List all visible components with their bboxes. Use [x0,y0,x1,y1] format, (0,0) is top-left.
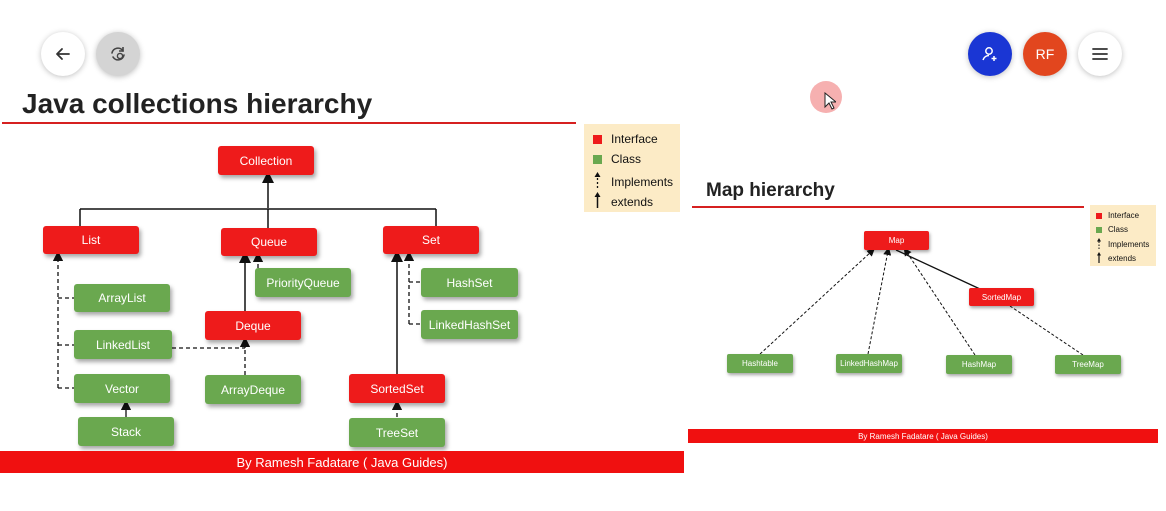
node-list: List [43,226,139,254]
node-arraydeque: ArrayDeque [205,375,301,404]
interface-swatch [593,134,602,144]
map-dashed-arrow-icon [1096,238,1102,251]
node-arraylist: ArrayList [74,284,170,312]
avatar[interactable]: RF [1023,32,1067,76]
map-solid-arrow-icon [1096,252,1102,265]
map-title-underline [692,206,1084,208]
map-legend-interface: Interface [1108,211,1140,220]
back-button[interactable] [41,32,85,76]
node-sortedmap: SortedMap [969,288,1034,306]
node-linkedhashset: LinkedHashSet [421,310,518,339]
map-interface-swatch [1096,212,1102,219]
map-footer: By Ramesh Fadatare ( Java Guides) [688,429,1158,443]
hamburger-menu-icon [1091,45,1109,63]
refresh-history-icon [108,44,128,64]
legend-class: Class [611,152,642,166]
node-deque: Deque [205,311,301,340]
map-legend: Interface Class Implements extends [1090,205,1156,266]
collections-slide-title: Java collections hierarchy [22,88,373,119]
node-treeset: TreeSet [349,418,445,447]
node-sortedset: SortedSet [349,374,445,403]
solid-arrow-icon [593,192,602,211]
collections-legend: Interface Class Implements extends [584,124,680,212]
class-swatch [593,154,602,164]
person-add-icon [980,44,1000,64]
legend-extends: extends [611,194,654,209]
node-stack: Stack [78,417,174,446]
dashed-arrow-icon [593,172,602,191]
node-vector: Vector [74,374,170,403]
node-priorityqueue: PriorityQueue [255,268,351,297]
avatar-initials: RF [1035,46,1055,62]
map-legend-implements: Implements [1108,240,1150,249]
node-hashtable: Hashtable [727,354,793,373]
title-underline [2,122,576,124]
legend-interface: Interface [611,132,658,146]
map-legend-class: Class [1108,225,1129,234]
node-queue: Queue [221,228,317,256]
account-button[interactable] [968,32,1012,76]
legend-implements: Implements [611,174,674,189]
map-class-swatch [1096,226,1102,233]
map-slide-title: Map hierarchy [706,180,835,201]
node-hashset: HashSet [421,268,518,297]
node-linkedhashmap: LinkedHashMap [836,354,902,373]
node-linkedlist: LinkedList [74,330,172,359]
node-set: Set [383,226,479,254]
node-hashmap: HashMap [946,355,1012,374]
node-map: Map [864,231,929,250]
reload-history-button[interactable] [96,32,140,76]
map-legend-extends: extends [1108,254,1137,263]
node-treemap: TreeMap [1055,355,1121,374]
mouse-cursor-icon [824,91,838,115]
node-collection: Collection [218,146,314,175]
menu-button[interactable] [1078,32,1122,76]
arrow-left-icon [53,44,73,64]
collections-footer: By Ramesh Fadatare ( Java Guides) [0,451,684,473]
